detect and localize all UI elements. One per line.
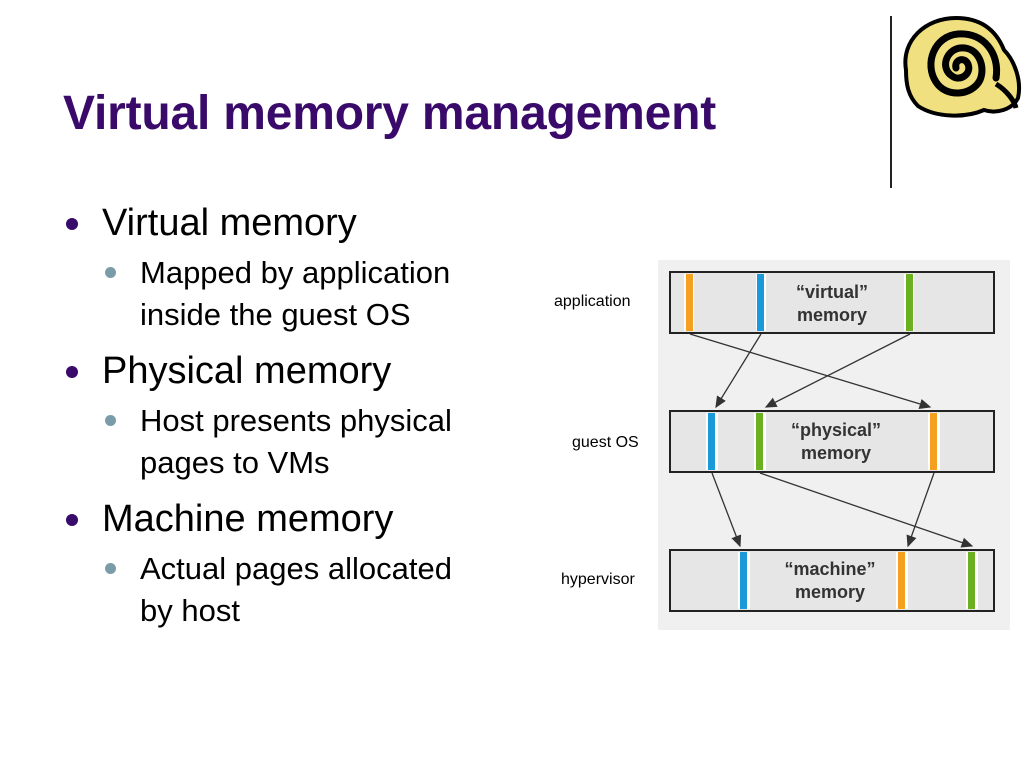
virtual-box-label-line1: “virtual” (796, 282, 868, 302)
green-page (968, 552, 975, 609)
layer-label-guest-os: guest OS (572, 434, 639, 451)
bullet-virtual-memory: Virtual memory (60, 198, 530, 248)
bullet-machine-memory: Machine memory (60, 494, 530, 544)
layer-label-application: application (554, 293, 631, 310)
orange-page (930, 413, 937, 470)
arrow-green-physical-to-machine (759, 472, 974, 548)
sub-bullet-virtual-memory: Mapped by application inside the guest O… (60, 252, 530, 336)
arrow-green-virtual-to-physical (764, 333, 911, 408)
arrow-orange-virtual-to-physical (689, 333, 932, 409)
orange-page (686, 274, 693, 331)
divider-line (890, 16, 892, 188)
physical-box-label-line1: “physical” (791, 420, 881, 440)
bullet-dot (66, 218, 78, 230)
virtual-memory-box: “virtual” memory (669, 271, 995, 334)
arrow-blue-virtual-to-physical (715, 333, 762, 409)
sub-bullet-physical-memory: Host presents physical pages to VMs (60, 400, 530, 484)
memory-mapping-diagram: application guest OS hypervisor “virtual… (554, 260, 1010, 630)
orange-page (898, 552, 905, 609)
bullet-dot (66, 514, 78, 526)
spiral-shell-icon (903, 15, 1021, 118)
bullet-physical-memory: Physical memory (60, 346, 530, 396)
physical-memory-box: “physical” memory (669, 410, 995, 473)
green-page (906, 274, 913, 331)
virtual-box-label-line2: memory (797, 305, 867, 325)
sub-bullet-machine-memory: Actual pages allocated by host (60, 548, 530, 632)
layer-label-hypervisor: hypervisor (561, 571, 635, 588)
machine-memory-box: “machine” memory (669, 549, 995, 612)
machine-box-label-line2: memory (795, 582, 865, 602)
sub-bullet-dot (105, 563, 116, 574)
bullet-list: Virtual memory Mapped by application ins… (60, 198, 530, 642)
blue-page (708, 413, 715, 470)
sub-bullet-dot (105, 267, 116, 278)
arrow-blue-physical-to-machine (711, 472, 742, 548)
blue-page (757, 274, 764, 331)
green-page (756, 413, 763, 470)
physical-box-label-line2: memory (801, 443, 871, 463)
slide-title: Virtual memory management (63, 87, 717, 140)
sub-bullet-dot (105, 415, 116, 426)
bullet-dot (66, 366, 78, 378)
arrow-orange-physical-to-machine (906, 472, 935, 548)
machine-box-label-line1: “machine” (784, 559, 875, 579)
blue-page (740, 552, 747, 609)
